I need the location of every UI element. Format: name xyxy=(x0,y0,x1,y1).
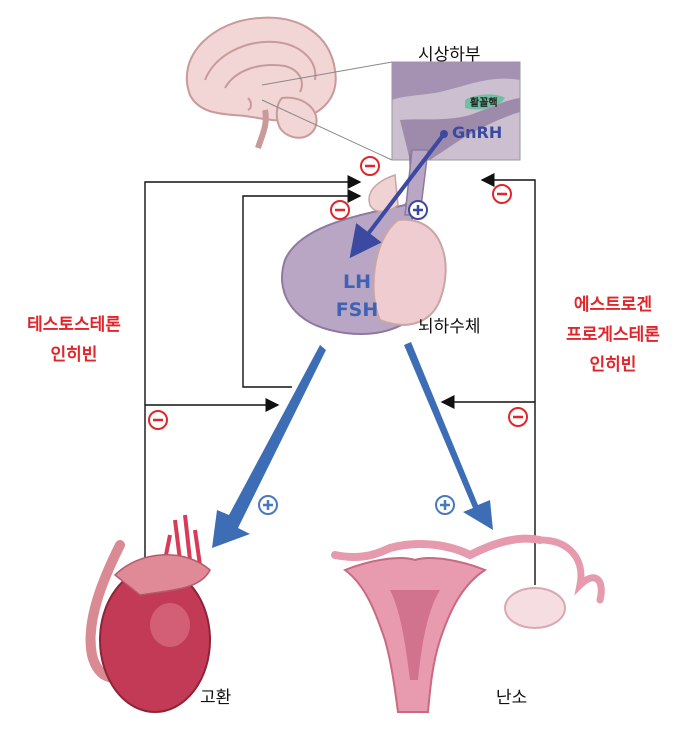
fsh-label: FSH xyxy=(335,299,379,321)
zoom-line-bottom xyxy=(261,99,393,161)
minus-circle-icon xyxy=(148,410,168,430)
feedback-lines xyxy=(144,173,536,585)
minus-circle-icon xyxy=(330,200,350,220)
right-hormone-estrogen: 에스트로겐 xyxy=(573,295,653,315)
minus-circle-icon xyxy=(360,156,380,176)
pituitary-label: 뇌하수체 xyxy=(418,317,481,337)
right-hormone-progesterone: 프로게스테론 xyxy=(566,325,660,345)
lh-fsh-arrow-ovary xyxy=(404,342,493,530)
hypothalamus-inset xyxy=(391,61,521,161)
minus-circle-icon xyxy=(508,407,528,427)
hypothalamus-label: 시상하부 xyxy=(418,45,481,65)
lh-label: LH xyxy=(342,271,371,293)
plus-circle-icon xyxy=(258,495,278,515)
minus-circle-icon xyxy=(492,184,512,204)
testis-illustration xyxy=(85,514,211,713)
ovary-label: 난소 xyxy=(496,688,528,708)
left-hormone-inhibin: 인히빈 xyxy=(50,345,98,365)
gnrh-arrow xyxy=(349,132,446,259)
testis-label: 고환 xyxy=(200,688,232,708)
left-hormone-testosterone: 테스토스테론 xyxy=(27,315,121,335)
lh-fsh-label: LH FSH xyxy=(334,268,380,324)
zoom-line-top xyxy=(261,61,393,86)
left-feedback-hormones: 테스토스테론 인히빈 xyxy=(10,310,138,370)
nucleus-label: 활꼴핵 xyxy=(470,98,498,109)
gnrh-source-dot xyxy=(440,130,448,138)
lh-fsh-arrow-testis xyxy=(212,345,326,548)
gnrh-label: GnRH xyxy=(452,123,503,142)
right-hormone-inhibin: 인히빈 xyxy=(589,355,637,375)
uterus-illustration xyxy=(331,534,605,713)
plus-circle-icon xyxy=(408,200,428,220)
plus-circle-icon xyxy=(435,495,455,515)
right-feedback-hormones: 에스트로겐 프로게스테론 인히빈 xyxy=(548,290,678,380)
brain-illustration xyxy=(185,16,337,149)
